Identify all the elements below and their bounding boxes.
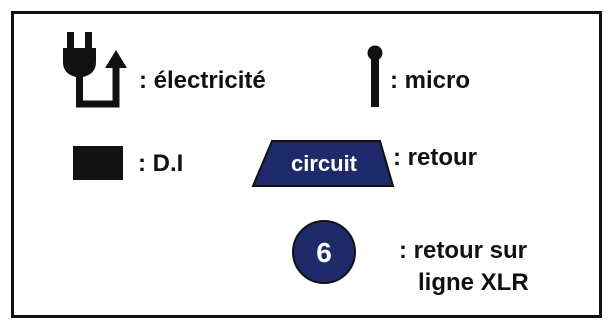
di-label: : D.I [138, 150, 184, 177]
electricity-label: : électricité [139, 67, 266, 94]
circuit-badge-text: circuit [291, 151, 358, 176]
xlr-return-label-line1: : retour sur [399, 237, 528, 264]
legend-box: : électricité : micro : D.I circuit : re… [11, 11, 602, 318]
circuit-return-label: : retour [393, 144, 477, 171]
di-box-icon [73, 146, 123, 180]
return-circuit-icon: circuit [251, 140, 395, 187]
micro-label: : micro [390, 67, 471, 94]
xlr-return-badge-icon: 6 [292, 220, 356, 284]
power-plug-icon [63, 32, 127, 108]
microphone-icon [367, 45, 383, 107]
xlr-badge-number: 6 [316, 237, 332, 268]
xlr-return-label-line2: ligne XLR [418, 269, 529, 296]
